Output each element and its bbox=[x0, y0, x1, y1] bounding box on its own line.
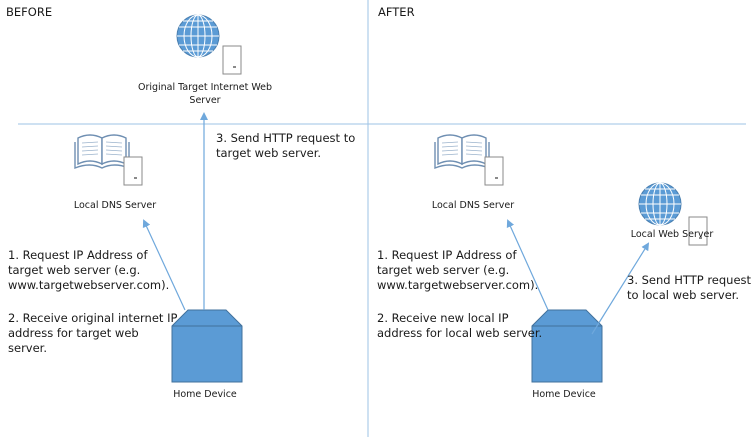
after-dns-label: Local DNS Server bbox=[431, 200, 515, 211]
before-step-1: 1. Request IP Address of target web serv… bbox=[8, 248, 170, 292]
before-internet-server bbox=[176, 14, 242, 75]
after-header: AFTER bbox=[378, 5, 415, 19]
before-step-3: 3. Send HTTP request to target web serve… bbox=[216, 131, 356, 160]
server-icon bbox=[484, 156, 504, 186]
server-icon bbox=[123, 156, 143, 186]
before-arrow-to-dns bbox=[142, 219, 186, 311]
before-dns-label: Local DNS Server bbox=[73, 200, 157, 211]
server-icon bbox=[222, 45, 242, 75]
before-step-2: 2. Receive original internet IP address … bbox=[8, 311, 178, 355]
after-local-web-label: Local Web Server bbox=[630, 229, 714, 240]
book-icon bbox=[434, 134, 490, 169]
before-dns-server bbox=[74, 134, 143, 186]
after-arrow-to-local-web bbox=[591, 242, 650, 335]
after-arrow-to-dns bbox=[506, 219, 549, 311]
before-device-label: Home Device bbox=[173, 389, 237, 400]
before-header: BEFORE bbox=[6, 5, 53, 19]
before-internet-server-label: Original Target Internet Web Server bbox=[137, 82, 273, 106]
after-step-3: 3. Send HTTP request to local web server… bbox=[627, 273, 752, 302]
globe-icon bbox=[176, 14, 220, 58]
after-device-label: Home Device bbox=[532, 389, 596, 400]
after-dns-server bbox=[434, 134, 504, 186]
after-step-2: 2. Receive new local IP address for loca… bbox=[377, 311, 543, 340]
after-step-1: 1. Request IP Address of target web serv… bbox=[377, 248, 539, 292]
book-icon bbox=[74, 134, 130, 169]
globe-icon bbox=[638, 182, 682, 226]
